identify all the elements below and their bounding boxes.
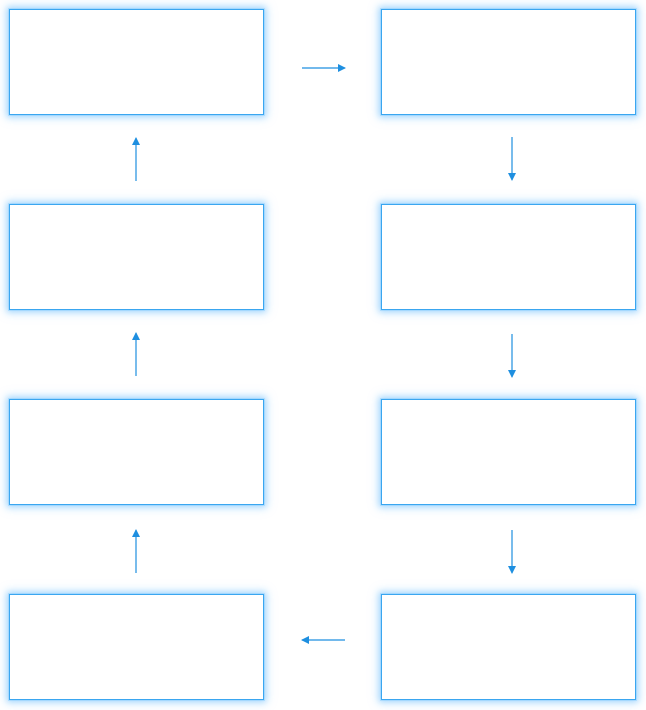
flow-box-7 — [9, 594, 264, 700]
flow-box-4 — [381, 204, 636, 310]
flow-box-1 — [9, 9, 264, 115]
flow-box-8 — [381, 594, 636, 700]
flow-box-2 — [381, 9, 636, 115]
flow-box-5 — [9, 399, 264, 505]
flow-box-6 — [381, 399, 636, 505]
flow-box-3 — [9, 204, 264, 310]
